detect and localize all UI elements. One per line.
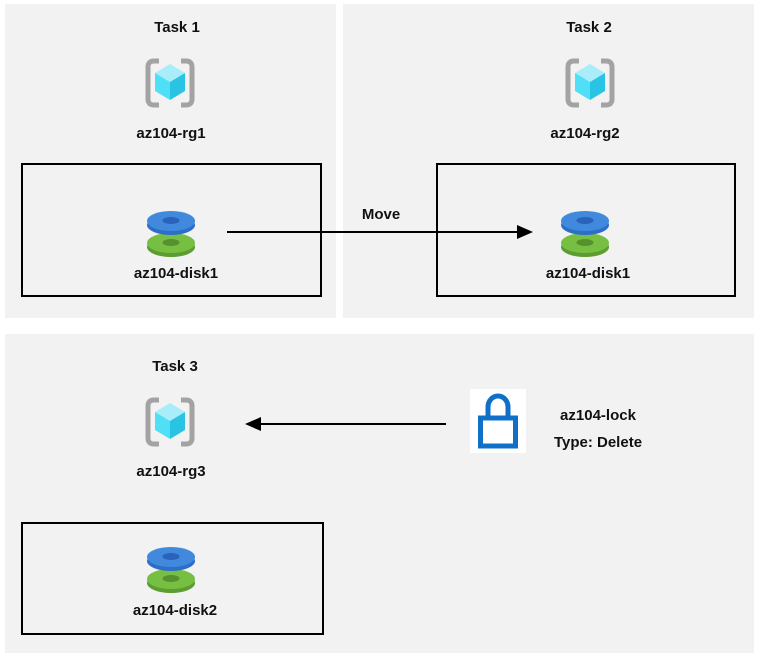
disk-box-task3 xyxy=(21,522,324,635)
resource-group-icon xyxy=(142,395,198,449)
task2-title: Task 2 xyxy=(566,19,612,36)
resource-group-label: az104-rg3 xyxy=(136,463,206,480)
managed-disk-icon xyxy=(561,211,609,257)
resource-group-icon xyxy=(562,56,618,110)
resource-group-icon xyxy=(142,56,198,110)
disk-box-task1 xyxy=(21,163,322,297)
task3-title: Task 3 xyxy=(152,358,198,375)
managed-disk-icon xyxy=(147,211,195,257)
resource-group-label: az104-rg1 xyxy=(136,125,206,142)
lock-glyph xyxy=(478,393,518,449)
lock-type: Type: Delete xyxy=(553,434,643,451)
lock-name: az104-lock xyxy=(560,407,636,424)
disk-box-task2 xyxy=(436,163,736,297)
disk-label: az104-disk1 xyxy=(545,265,631,282)
disk-label: az104-disk2 xyxy=(132,602,218,619)
panel-task2 xyxy=(343,4,754,318)
resource-group-label: az104-rg2 xyxy=(550,125,620,142)
managed-disk-icon xyxy=(147,547,195,593)
task1-title: Task 1 xyxy=(154,19,200,36)
lock-icon xyxy=(470,389,526,453)
move-arrow-label: Move xyxy=(361,206,401,223)
panel-task3 xyxy=(5,334,754,653)
panel-task1 xyxy=(5,4,336,318)
lock-label-group: az104-lock Type: Delete xyxy=(528,402,668,456)
disk-label: az104-disk1 xyxy=(133,265,219,282)
